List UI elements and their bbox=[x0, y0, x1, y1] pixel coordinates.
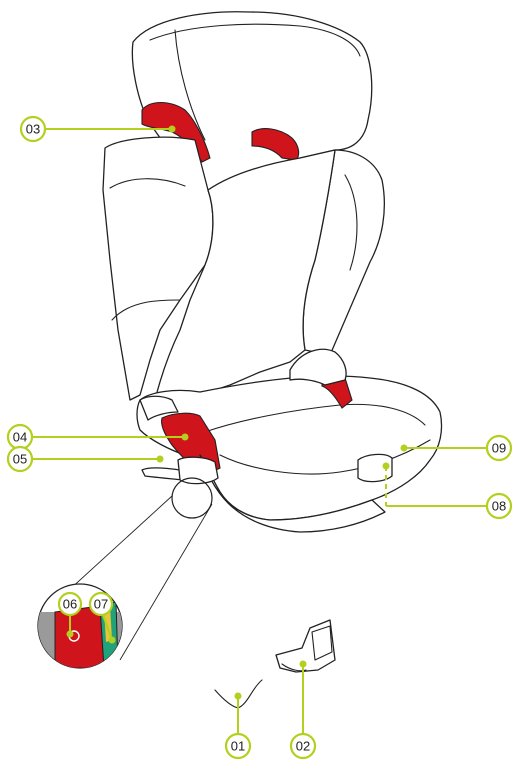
callout-08-label: 08 bbox=[492, 499, 506, 514]
callout-03: 03 bbox=[21, 117, 45, 141]
callout-06: 06 bbox=[59, 593, 81, 615]
callout-09: 09 bbox=[487, 436, 511, 460]
callout-02: 02 bbox=[291, 734, 315, 758]
callout-01: 01 bbox=[226, 734, 250, 758]
callout-08: 08 bbox=[487, 494, 511, 518]
zoom-detail-circle bbox=[30, 584, 140, 672]
callout-07-label: 07 bbox=[94, 597, 108, 612]
callout-03-label: 03 bbox=[26, 122, 40, 137]
callout-01-label: 01 bbox=[231, 739, 245, 754]
callout-09-label: 09 bbox=[492, 441, 506, 456]
callout-05-label: 05 bbox=[13, 452, 27, 467]
callout-07: 07 bbox=[90, 593, 112, 615]
callout-04: 04 bbox=[8, 425, 32, 449]
callout-05: 05 bbox=[8, 447, 32, 471]
callout-06-label: 06 bbox=[63, 597, 77, 612]
callout-02-label: 02 bbox=[296, 739, 310, 754]
callout-04-label: 04 bbox=[13, 430, 27, 445]
